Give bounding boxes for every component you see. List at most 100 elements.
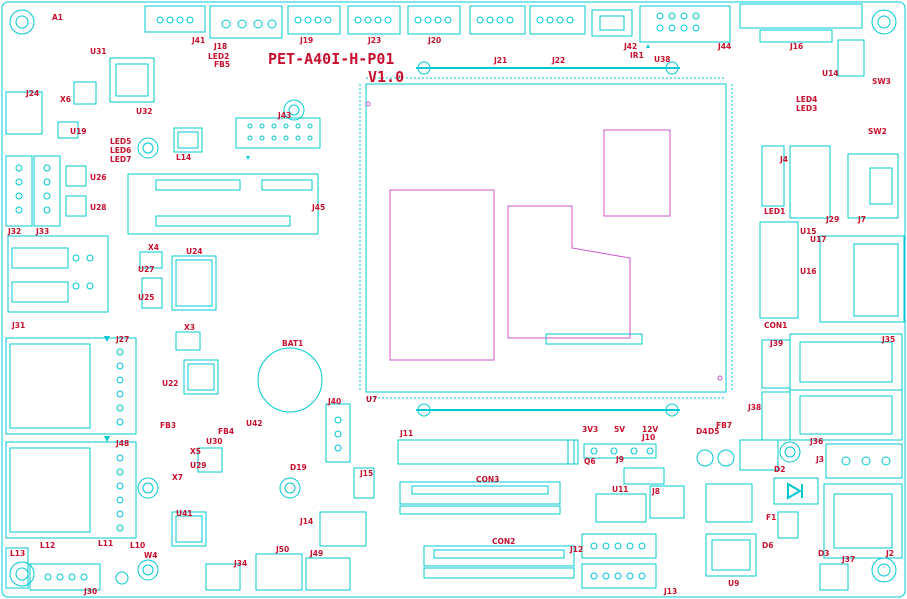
- j24-connector: [5, 91, 43, 135]
- label-j4: J4: [779, 155, 788, 164]
- j30-connector: [29, 563, 101, 591]
- label-con2: CON2: [492, 537, 515, 546]
- j43-connector: [235, 117, 321, 149]
- label-u32: U32: [136, 107, 153, 116]
- label-j2: J2: [885, 549, 894, 558]
- u22-chip: [183, 359, 219, 395]
- label-fb5: FB5: [214, 60, 230, 69]
- label-j35: J35: [881, 335, 895, 344]
- board-title: PET-A40I-H-P01: [268, 50, 394, 68]
- j12-connector: [581, 533, 657, 559]
- label-q6: Q6: [584, 457, 596, 466]
- label-d2: D2: [774, 465, 785, 474]
- label-5v: 5V: [614, 425, 625, 434]
- label-con1: CON1: [764, 321, 787, 330]
- label-12v: 12V: [642, 425, 658, 434]
- j36-connector: [789, 389, 903, 441]
- j34-connector: [205, 563, 241, 591]
- j14-connector: [319, 511, 367, 547]
- j3-connector: [825, 443, 903, 479]
- label-j10: J10: [641, 433, 655, 442]
- label-u7: U7: [366, 395, 377, 404]
- u11-chip: [595, 493, 647, 523]
- label-j20: J20: [427, 36, 441, 45]
- label-j36: J36: [809, 437, 823, 446]
- label-j24: J24: [25, 89, 39, 98]
- u32-chip: [109, 57, 155, 103]
- label-u26: U26: [90, 173, 107, 182]
- j37-connector: [819, 563, 849, 591]
- j31-usb-connector: [7, 235, 109, 313]
- label-l13: L13: [10, 549, 25, 558]
- mounting-hole-9: [115, 571, 129, 585]
- label-sw2: SW2: [868, 127, 887, 136]
- label-j44: J44: [717, 42, 731, 51]
- label-j23: J23: [367, 36, 381, 45]
- label-j37: J37: [841, 555, 855, 564]
- label-ir1: IR1: [630, 51, 644, 60]
- label-l11: L11: [98, 539, 113, 548]
- j18-connector: [209, 5, 283, 39]
- label-d6: D6: [762, 541, 773, 550]
- mounting-hole-tl: [9, 9, 35, 35]
- l14-inductor: [173, 127, 203, 153]
- label-led4: LED4: [796, 95, 817, 104]
- j42-connector: [591, 9, 633, 37]
- label-led2: LED2: [208, 52, 229, 61]
- label-u38: U38: [654, 55, 671, 64]
- label-j27: J27: [115, 335, 129, 344]
- label-u15: U15: [800, 227, 817, 236]
- label-u42: U42: [246, 419, 263, 428]
- mounting-hole-4: [137, 477, 159, 499]
- label-bat1: BAT1: [282, 339, 303, 348]
- label-a1: A1: [52, 13, 63, 22]
- label-j38: J38: [747, 403, 761, 412]
- regulator-box: [705, 483, 753, 523]
- label-j31: J31: [11, 321, 25, 330]
- label-j40: J40: [327, 397, 341, 406]
- u24-chip: [171, 255, 217, 311]
- label-u16: U16: [800, 267, 817, 276]
- label-u24: U24: [186, 247, 203, 256]
- label-j32: J32: [7, 227, 21, 236]
- label-led1: LED1: [764, 207, 785, 216]
- label-j15: J15: [359, 469, 373, 478]
- label-j9: J9: [615, 455, 624, 464]
- label-u31: U31: [90, 47, 107, 56]
- j4-header: [789, 145, 831, 219]
- u7-cpu-area: [389, 189, 495, 361]
- label-d19: D19: [290, 463, 307, 472]
- j27-ethernet-connector: [5, 337, 137, 435]
- j21-connector: [469, 5, 526, 35]
- j4-connector: [761, 145, 785, 207]
- u7-module: [365, 83, 727, 393]
- j8-connector: [649, 485, 685, 519]
- j23-connector: [347, 5, 401, 35]
- label-j48: J48: [115, 439, 129, 448]
- con3-connector: [399, 481, 561, 505]
- label-con3: CON3: [476, 475, 499, 484]
- j33-connector: [33, 155, 61, 227]
- label-u14: U14: [822, 69, 839, 78]
- con2-connector: [423, 545, 575, 567]
- label-w4: W4: [144, 551, 158, 560]
- label-l12: L12: [40, 541, 55, 550]
- j15-connector: [353, 467, 375, 499]
- label-f1: F1: [766, 513, 776, 522]
- label-j43: J43: [277, 111, 291, 120]
- label-u22: U22: [162, 379, 179, 388]
- u7-pmic-area: [507, 205, 631, 339]
- bat1-battery: [257, 347, 323, 413]
- label-j49: J49: [309, 549, 323, 558]
- mounting-hole-6: [137, 559, 159, 581]
- label-u9: U9: [728, 579, 739, 588]
- label-d3: D3: [818, 549, 829, 558]
- j38-connector: [761, 391, 791, 441]
- label-j8: J8: [651, 487, 660, 496]
- mounting-hole-3: [137, 137, 159, 159]
- label-u25: U25: [138, 293, 155, 302]
- label-x7: X7: [172, 473, 183, 482]
- label-j14: J14: [299, 517, 313, 526]
- fb7-part: [739, 439, 779, 471]
